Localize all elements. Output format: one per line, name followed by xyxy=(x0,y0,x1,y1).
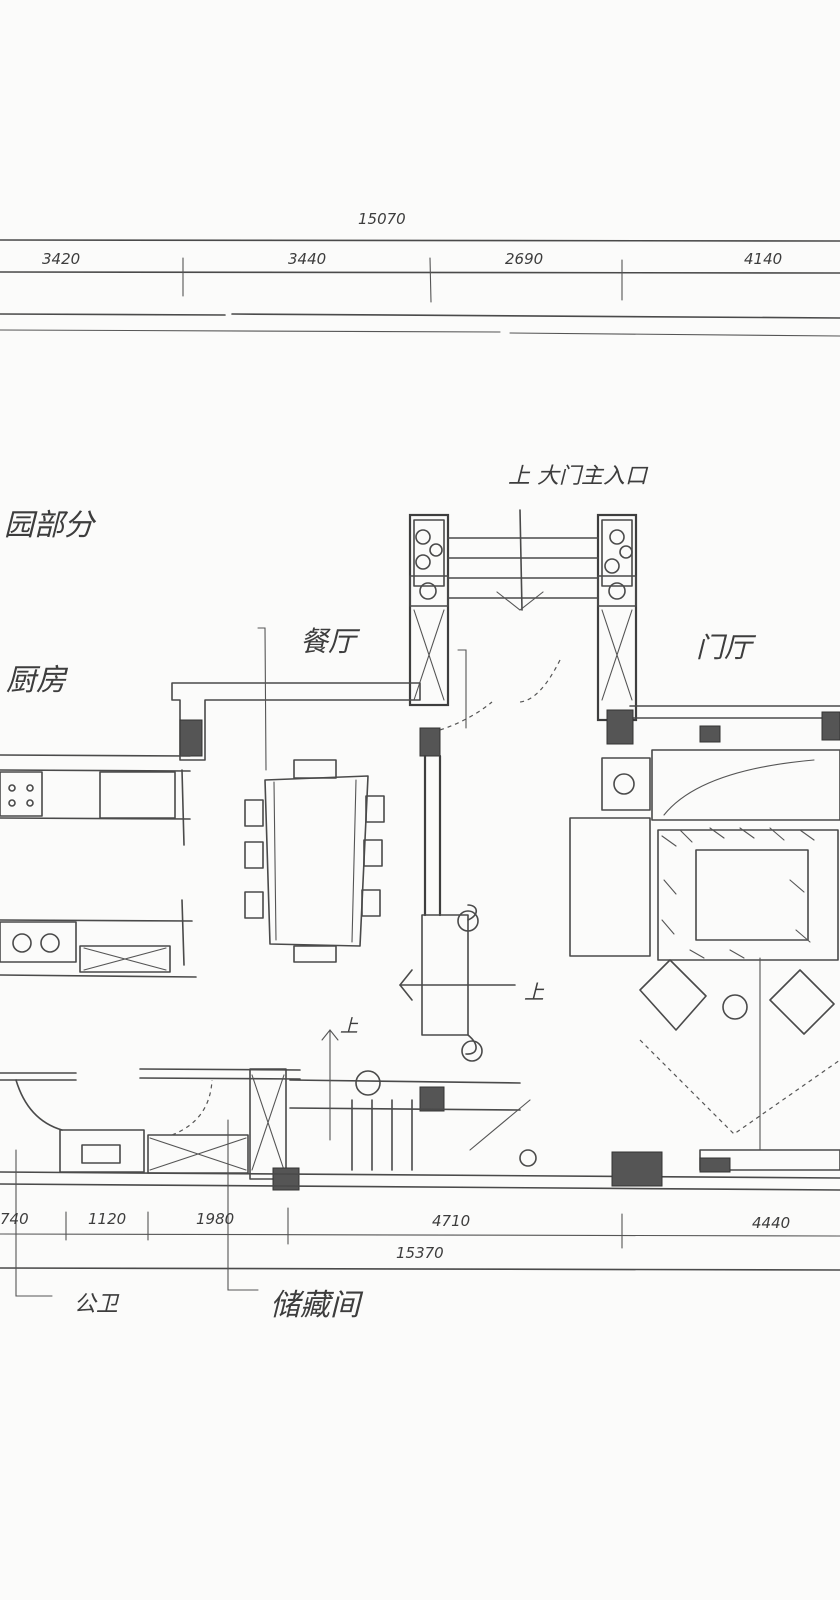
top-dimension-1: 3420 xyxy=(42,250,81,268)
dining-table xyxy=(244,627,385,963)
central-wall xyxy=(399,649,561,1112)
stair-up-label-a: 上 xyxy=(524,980,544,1004)
bottom-dimension-5: 4440 xyxy=(752,1214,791,1232)
top-dimension-lines xyxy=(0,239,840,337)
bottom-dimension-2: 1120 xyxy=(88,1210,127,1228)
bottom-dimension-1: 740 xyxy=(0,1210,29,1228)
bottom-total-dimension: 15370 xyxy=(396,1244,444,1262)
public-wc-label: 公卫 xyxy=(74,1292,119,1317)
dining-label: 餐厅 xyxy=(300,625,357,658)
lower-rooms xyxy=(0,1029,840,1191)
top-dimension-2: 3440 xyxy=(288,250,327,268)
bottom-dimension-lines xyxy=(0,1119,840,1297)
entrance-porch xyxy=(408,509,638,722)
top-dimension-4: 4140 xyxy=(744,250,783,268)
storage-label: 储藏间 xyxy=(270,1288,360,1323)
top-total-dimension: 15070 xyxy=(358,210,406,228)
foyer-label: 门厅 xyxy=(696,631,753,664)
garden-part-label: 园部分 xyxy=(4,508,94,543)
top-dimension-3: 2690 xyxy=(505,250,544,268)
main-entrance-label: 上 大门主入口 xyxy=(508,464,647,489)
living-room xyxy=(569,705,840,1187)
bottom-dimension-3: 1980 xyxy=(196,1210,235,1228)
kitchen xyxy=(0,682,421,978)
bottom-dimension-4: 4710 xyxy=(432,1212,471,1230)
stair-up-label-b: 上 xyxy=(340,1016,358,1037)
kitchen-label: 厨房 xyxy=(6,663,66,698)
